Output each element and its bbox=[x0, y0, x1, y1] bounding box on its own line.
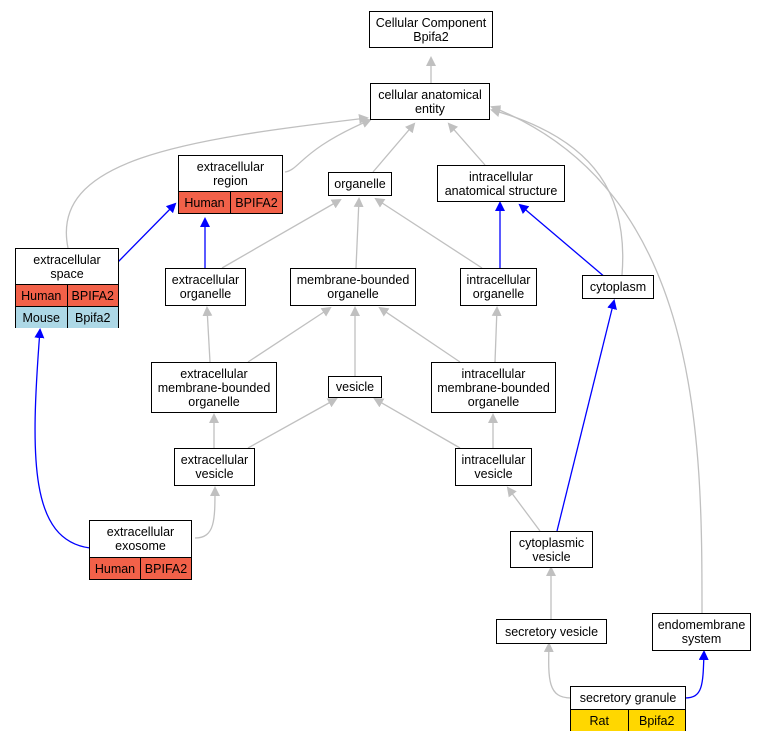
node-extracellular-vesicle[interactable]: extracellular vesicle bbox=[174, 448, 255, 486]
species-label: Mouse bbox=[22, 310, 61, 325]
node-extracellular-space[interactable]: extracellular space Human BPIFA2 Mouse B… bbox=[15, 248, 119, 328]
node-label: cytoplasmic vesicle bbox=[518, 535, 585, 564]
node-label: organelle bbox=[334, 177, 386, 191]
node-label: endomembrane system bbox=[657, 618, 746, 646]
node-label: membrane-bounded organelle bbox=[296, 273, 410, 301]
node-membrane-bounded-organelle[interactable]: membrane-bounded organelle bbox=[290, 268, 416, 306]
node-label: extracellular organelle bbox=[171, 273, 240, 301]
edge-exosome-to-ecvesicle bbox=[194, 486, 220, 539]
node-extracellular-organelle[interactable]: extracellular organelle bbox=[165, 268, 246, 306]
edge-endomembrane-to-cae bbox=[490, 105, 703, 614]
annotation-row-mouse: Mouse Bpifa2 bbox=[16, 306, 118, 328]
node-label: extracellular exosome bbox=[106, 525, 175, 553]
edge-icmbo-to-mbo bbox=[378, 306, 461, 363]
node-extracellular-membrane-bounded-organelle[interactable]: extracellular membrane-bounded organelle bbox=[151, 362, 277, 413]
node-extracellular-region[interactable]: extracellular region Human BPIFA2 bbox=[178, 155, 283, 214]
annotation-row-human: Human BPIFA2 bbox=[16, 284, 118, 306]
edge-icorganelle-to-organelle bbox=[374, 197, 483, 269]
edge-ecmbo-to-mbo bbox=[247, 306, 332, 363]
gene-label: BPIFA2 bbox=[66, 285, 119, 306]
node-label: vesicle bbox=[335, 380, 375, 394]
node-vesicle[interactable]: vesicle bbox=[328, 376, 382, 398]
edge-ecvesicle-to-vesicle bbox=[247, 398, 338, 449]
node-secretory-vesicle[interactable]: secretory vesicle bbox=[496, 619, 607, 644]
edge-mbo-to-organelle bbox=[353, 197, 364, 269]
edge-granule-to-secvesicle bbox=[543, 642, 572, 699]
node-intracellular-vesicle[interactable]: intracellular vesicle bbox=[455, 448, 532, 486]
edge-exosome-to-ecspace bbox=[34, 328, 91, 549]
node-label: intracellular anatomical structure bbox=[444, 169, 558, 198]
node-secretory-granule[interactable]: secretory granule Rat Bpifa2 bbox=[570, 686, 686, 731]
edge-ecmbo-to-ecorganelle bbox=[202, 306, 213, 363]
node-label: intracellular vesicle bbox=[461, 453, 526, 481]
edge-ecspace-to-ecregion bbox=[117, 202, 177, 263]
annotation-row-human: Human BPIFA2 bbox=[179, 191, 282, 213]
edge-organelle-to-cae bbox=[372, 122, 416, 173]
node-label: cellular anatomical entity bbox=[378, 87, 482, 116]
node-label: secretory vesicle bbox=[504, 624, 599, 639]
node-intracellular-membrane-bounded-organelle[interactable]: intracellular membrane-bounded organelle bbox=[431, 362, 556, 413]
edge-ecregion-to-cae bbox=[284, 118, 372, 173]
edge-cytoplasm-to-ias bbox=[518, 203, 607, 279]
node-label: extracellular vesicle bbox=[180, 453, 249, 481]
node-label: extracellular space bbox=[33, 252, 101, 281]
node-cytoplasmic-vesicle[interactable]: cytoplasmic vesicle bbox=[510, 531, 593, 568]
species-label: Human bbox=[94, 561, 136, 576]
node-label: intracellular organelle bbox=[466, 273, 531, 301]
edge-cytovesicle-to-cytoplasm bbox=[556, 299, 617, 532]
edge-cytoplasm-to-cae bbox=[490, 107, 624, 276]
gene-label: Bpifa2 bbox=[627, 710, 686, 731]
edge-ecorganelle-to-organelle bbox=[221, 199, 342, 269]
species-label: Human bbox=[21, 288, 62, 303]
node-label: secretory granule bbox=[579, 691, 677, 705]
node-cytoplasm[interactable]: cytoplasm bbox=[582, 275, 654, 299]
node-label: extracellular region bbox=[196, 159, 265, 188]
edge-ias-to-cae bbox=[447, 122, 486, 166]
gene-label: BPIFA2 bbox=[230, 192, 282, 213]
gene-label: Bpifa2 bbox=[66, 307, 119, 328]
edge-ecspace-to-cae bbox=[65, 113, 369, 249]
node-label: intracellular membrane-bounded organelle bbox=[437, 366, 550, 409]
node-intracellular-anatomical-structure[interactable]: intracellular anatomical structure bbox=[437, 165, 565, 202]
gene-label: BPIFA2 bbox=[140, 558, 191, 579]
node-label: Cellular Component Bpifa2 bbox=[375, 15, 487, 44]
species-label: Rat bbox=[589, 713, 609, 728]
node-label: extracellular membrane-bounded organelle bbox=[157, 366, 271, 409]
annotation-row-human: Human BPIFA2 bbox=[90, 557, 191, 579]
species-label: Human bbox=[184, 195, 225, 210]
annotation-row-rat: Rat Bpifa2 bbox=[571, 709, 685, 731]
node-intracellular-organelle[interactable]: intracellular organelle bbox=[460, 268, 537, 306]
edge-granule-to-endomembrane bbox=[684, 650, 709, 699]
node-extracellular-exosome[interactable]: extracellular exosome Human BPIFA2 bbox=[89, 520, 192, 580]
node-label: cytoplasm bbox=[589, 280, 647, 294]
edge-cytovesicle-to-icvesicle bbox=[506, 486, 541, 532]
node-cellular-component-root[interactable]: Cellular Component Bpifa2 bbox=[369, 11, 493, 48]
node-endomembrane-system[interactable]: endomembrane system bbox=[652, 613, 751, 651]
node-cellular-anatomical-entity[interactable]: cellular anatomical entity bbox=[370, 83, 490, 120]
edge-icmbo-to-icorganelle bbox=[491, 306, 502, 363]
node-organelle[interactable]: organelle bbox=[328, 172, 392, 196]
edge-icvesicle-to-vesicle bbox=[373, 398, 461, 449]
